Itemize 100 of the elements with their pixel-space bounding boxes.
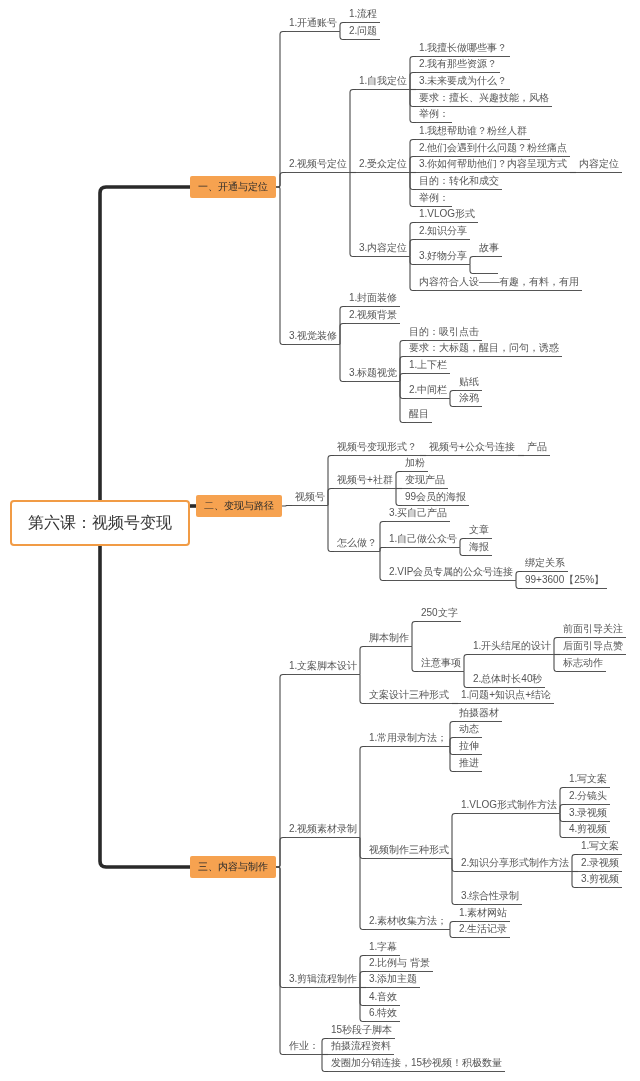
branch-connector	[275, 186, 287, 346]
branch-connector	[553, 653, 561, 673]
branch-topic: 1.上下栏	[406, 359, 451, 374]
branch-topic: 2.受众定位	[356, 158, 411, 173]
branch-connector	[515, 579, 523, 590]
branch-connector	[469, 255, 477, 266]
branch-topic: 3.综合性录制	[458, 890, 523, 905]
branch-connector	[321, 1037, 329, 1056]
branch-topic: 1.自我定位	[356, 75, 411, 90]
branch-topic: 目的：吸引点击	[406, 326, 482, 341]
branch-topic: 产品	[524, 441, 550, 456]
branch-topic: 3.剪视频	[578, 873, 623, 888]
branch-topic: 视频号变现形式？	[334, 441, 420, 456]
branch-topic: 2.知识分享	[416, 225, 471, 240]
branch-topic: 1.素材网站	[456, 907, 511, 922]
branch-topic: 2.素材收集方法；	[366, 915, 451, 930]
branch-connector	[395, 470, 403, 490]
branch-topic: 后面引导点赞	[560, 640, 626, 655]
branch-connector	[419, 454, 427, 457]
branch-topic: 拍摄器材	[456, 707, 502, 722]
branch-topic: 2.问题	[346, 25, 381, 40]
branch-connector	[349, 88, 357, 174]
branch-connector	[339, 30, 347, 41]
branch-topic: 3.剪辑流程制作	[286, 973, 361, 988]
branch-topic: 1.我擅长做哪些事？	[416, 42, 511, 57]
branch-topic: 2.分镜头	[566, 790, 611, 805]
branch-connector	[449, 736, 457, 748]
branch-connector	[409, 238, 417, 258]
branch-connector	[449, 745, 457, 773]
branch-connector	[409, 171, 417, 208]
branch-connector	[451, 857, 459, 906]
branch-connector	[359, 745, 367, 839]
central-topic-box: 第六课：视频号变现	[10, 500, 190, 546]
branch-connector	[469, 263, 477, 275]
branch-topic: 2.录视频	[578, 857, 623, 872]
branch-connector	[409, 71, 417, 91]
branch-topic: 要求：大标题，醒目，问句，诱惑	[406, 342, 562, 357]
branch-connector	[327, 487, 335, 507]
branch-connector	[571, 853, 579, 873]
branch-topic: 2.我有那些资源？	[416, 58, 501, 73]
branch-topic: 99会员的海报	[402, 491, 470, 506]
branch-connector	[515, 570, 523, 582]
branch-topic: 1.自己做公众号	[386, 533, 461, 548]
branch-topic: 1.封面装修	[346, 292, 401, 307]
branch-connector	[409, 171, 417, 174]
branch-topic: 视频号	[292, 491, 328, 506]
branch-topic: 贴纸	[456, 376, 482, 391]
branch-connector	[275, 866, 287, 1056]
branch-topic: 4.剪视频	[566, 823, 611, 838]
branch-connector	[359, 986, 367, 989]
branch-topic: 2.视频素材录制	[286, 823, 361, 838]
branch-connector	[349, 171, 357, 174]
branch-connector	[517, 454, 525, 457]
branch-connector	[459, 537, 467, 549]
branch-connector	[409, 255, 417, 292]
branch-topic: 2.视频背景	[346, 309, 401, 324]
branch-connector	[359, 673, 367, 705]
branch-topic: 2.生活记录	[456, 923, 511, 938]
branch-topic: 要求：擅长、兴趣技能，风格	[416, 92, 552, 107]
branch-connector	[321, 1053, 329, 1056]
branch-connector	[553, 653, 561, 656]
branch-topic: 涂鸦	[456, 392, 482, 407]
branch-connector	[449, 928, 457, 939]
branch-connector	[449, 389, 457, 400]
branch-topic: 醒目	[406, 408, 432, 423]
branch-topic: 3.视觉装修	[286, 330, 341, 345]
branch-connector	[395, 487, 403, 490]
branch-topic: 3.买自己产品	[386, 507, 451, 522]
branch-topic: 1.VLOG形式	[416, 208, 479, 223]
branch-topic: 脚本制作	[366, 632, 412, 647]
branch-topic: 作业：	[286, 1040, 322, 1055]
branch-connector	[553, 636, 561, 656]
branch-topic: 1.写文案	[566, 773, 611, 788]
branch-connector	[409, 88, 417, 124]
branch-connector	[411, 645, 419, 673]
branch-topic: 标志动作	[560, 657, 606, 672]
branch-topic: 视频号+社群	[334, 474, 396, 489]
branch-topic: 3.内容定位	[356, 242, 411, 257]
main-topic-box: 二、变现与路径	[196, 495, 282, 517]
branch-connector	[409, 88, 417, 91]
branch-topic: 怎么做？	[334, 537, 380, 552]
branch-topic: 2.知识分享形式制作方法	[458, 857, 573, 872]
branch-connector	[459, 546, 467, 557]
branch-topic: 1.我想帮助谁？粉丝人群	[416, 125, 531, 140]
branch-topic: 2.比例与 背景	[366, 957, 434, 972]
branch-topic: 海报	[466, 541, 492, 556]
branch-connector	[281, 504, 293, 507]
branch-connector	[559, 812, 567, 839]
branch-connector	[451, 702, 459, 705]
branch-topic: 前面引导关注	[560, 623, 626, 638]
branch-topic: 注意事项	[418, 657, 464, 672]
branch-topic: 视频制作三种形式	[366, 844, 452, 859]
branch-topic: 拍摄流程资料	[328, 1040, 394, 1055]
branch-topic: 拉伸	[456, 740, 482, 755]
branch-connector	[349, 171, 357, 258]
branch-topic: 推进	[456, 757, 482, 772]
branch-connector	[463, 653, 471, 673]
branch-connector	[399, 380, 407, 424]
branch-connector	[449, 397, 457, 408]
branch-topic: 3.你如何帮助他们？内容呈现方式	[416, 158, 571, 173]
